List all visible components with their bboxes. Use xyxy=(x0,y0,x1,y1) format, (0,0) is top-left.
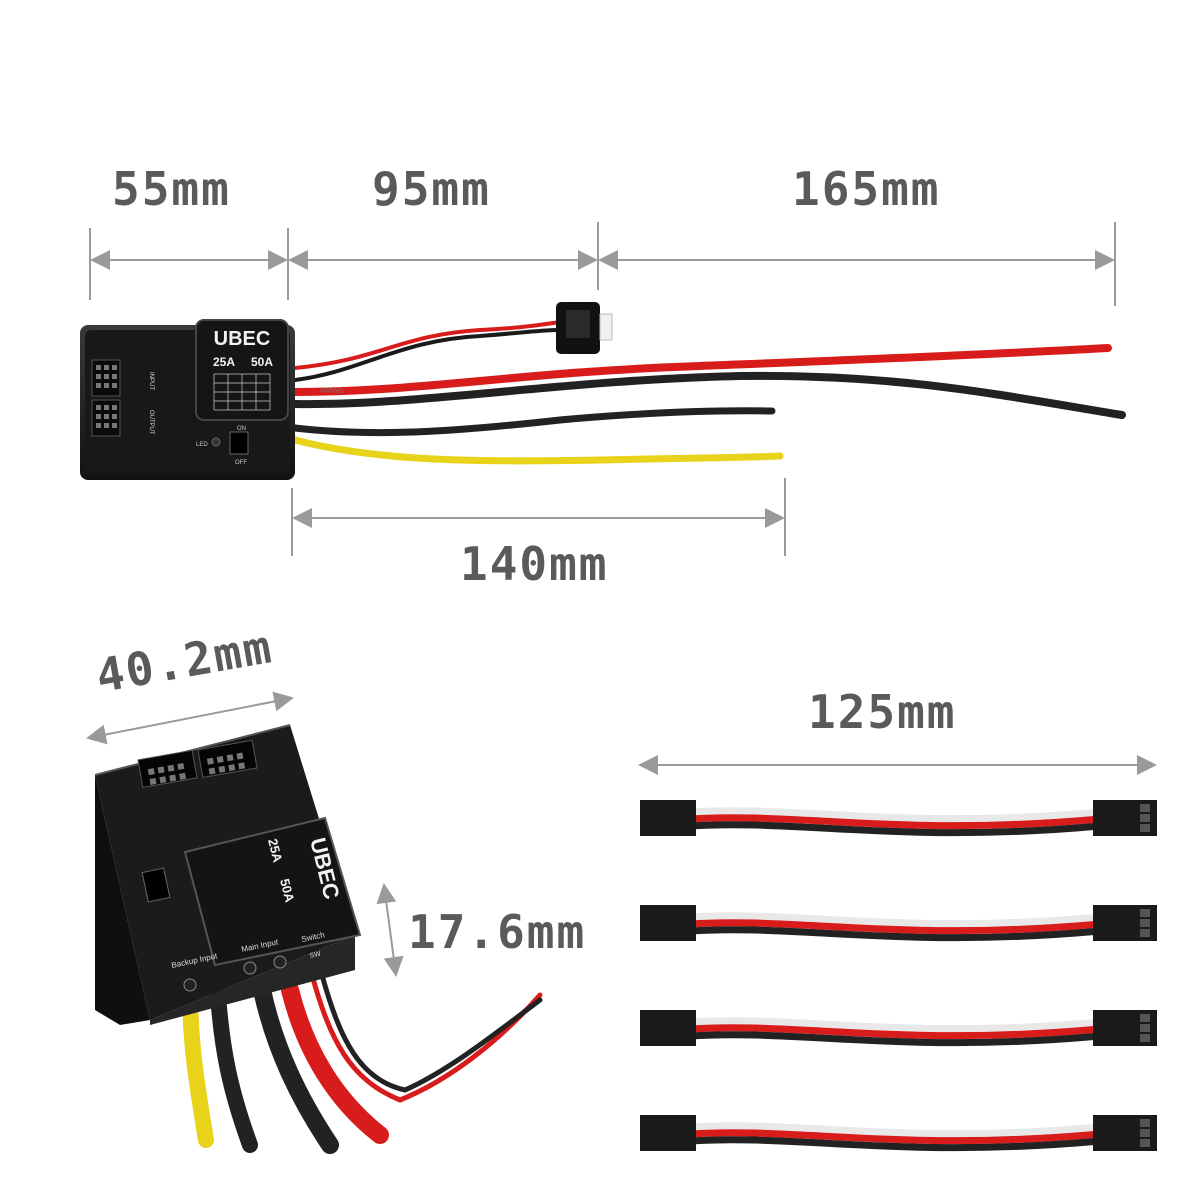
dimension-55mm: 55mm xyxy=(112,162,231,216)
main-plus-terminal xyxy=(273,955,287,969)
rating-label: 25A xyxy=(213,355,235,369)
dimension-95mm: 95mm xyxy=(372,162,491,216)
output-label: OUTPUT xyxy=(148,410,154,435)
servo-cable-4 xyxy=(640,1115,1157,1152)
dimension-125mm: 125mm xyxy=(808,685,957,739)
top-dimension-lines xyxy=(86,222,1157,977)
iso-power-switch xyxy=(141,867,171,903)
led-label: LED xyxy=(196,442,208,448)
iso-wires xyxy=(182,972,543,1154)
on-label: ON xyxy=(237,426,246,432)
servo-plug-left xyxy=(640,800,696,836)
servo-cables xyxy=(640,800,1157,1152)
wire-label-awg: 16AWG xyxy=(320,387,345,395)
dimension-17mm: 17.6mm xyxy=(408,905,587,959)
backup-plus-terminal xyxy=(183,978,197,992)
dimension-165mm: 165mm xyxy=(792,162,941,216)
pin-header-output xyxy=(91,399,121,437)
max-rating-label: 50A xyxy=(251,355,273,369)
main-minus-terminal xyxy=(243,961,257,975)
sw-label: SW xyxy=(309,951,322,960)
switch-connector xyxy=(556,302,613,354)
power-switch xyxy=(229,431,249,455)
input-label: INPUT xyxy=(148,372,154,390)
top-wires: 16AWG xyxy=(291,320,1126,465)
led-indicator xyxy=(211,437,221,447)
dimension-140mm: 140mm xyxy=(460,537,609,591)
servo-cable-3 xyxy=(640,1010,1157,1047)
ubec-module-top: 16AWG UBEC 25A 50A xyxy=(80,302,1126,480)
off-label: OFF xyxy=(235,460,247,466)
ubec-module-iso: UBEC 25A 50A Backup Input Main Input Swi… xyxy=(94,724,543,1154)
iso-body-front xyxy=(150,935,355,1025)
voltage-table xyxy=(213,373,271,411)
servo-cable-2 xyxy=(640,905,1157,942)
iso-max-rating-label: 50A xyxy=(277,877,297,904)
label-plate xyxy=(195,319,289,421)
brand-label: UBEC xyxy=(214,328,271,350)
pin-header-input xyxy=(91,359,121,397)
servo-cable-1 xyxy=(640,800,1157,837)
iso-rating-label: 25A xyxy=(265,837,285,864)
iso-label-plate xyxy=(183,816,362,967)
